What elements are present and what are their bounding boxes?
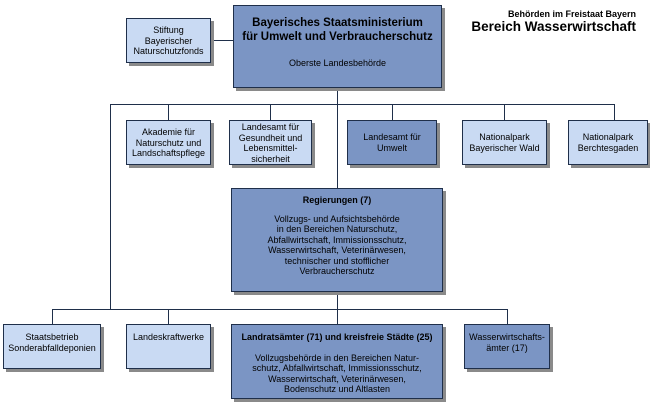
regierungen-description: Vollzugs- und Aufsichtsbehörde in den Be… <box>267 213 407 277</box>
node-sonderabfall: Staatsbetrieb Sonderabfalldeponien <box>3 324 101 369</box>
connector-left-long <box>110 104 111 309</box>
connector-akademie <box>168 104 169 120</box>
connector-top-horizontal <box>110 104 615 105</box>
regierungen-title: Regierungen (7) <box>302 195 372 205</box>
connector-np-wald <box>504 104 505 120</box>
connector-sonderabfall <box>52 309 53 324</box>
landratsaemter-title: Landratsämter (71) und kreisfreie Städte… <box>241 332 433 342</box>
node-akademie: Akademie für Naturschutz und Landschafts… <box>126 120 211 165</box>
node-lfu: Landesamt für Umwelt <box>347 120 437 165</box>
connector-wwa <box>507 309 508 324</box>
connector-np-berchtesgaden <box>614 104 615 120</box>
node-lgl: Landesamt für Gesundheit und Lebensmitte… <box>229 120 312 165</box>
ministerium-subtitle: Oberste Landesbehörde <box>288 58 387 68</box>
connector-lgl <box>270 104 271 120</box>
ministerium-title: Bayerisches Staatsministerium für Umwelt… <box>242 17 433 43</box>
node-np-berchtesgaden: Nationalpark Berchtesgaden <box>568 120 648 165</box>
node-regierungen: Regierungen (7) Vollzugs- und Aufsichtsb… <box>231 188 443 292</box>
connector-bottom-horizontal <box>52 309 508 310</box>
header-subtitle: Behörden im Freistaat Bayern <box>507 9 636 19</box>
connector-landeskraftwerke <box>168 309 169 324</box>
node-wwa: Wasserwirtschafts- ämter (17) <box>464 324 550 369</box>
connector-stiftung <box>211 40 233 41</box>
node-stiftung: Stiftung Bayerischer Naturschutzfonds <box>126 18 211 63</box>
landratsaemter-description: Vollzugsbehörde in den Bereichen Natur- … <box>252 352 422 395</box>
node-ministerium: Bayerisches Staatsministerium für Umwelt… <box>233 5 442 88</box>
node-np-wald: Nationalpark Bayerischer Wald <box>462 120 547 165</box>
node-landratsaemter: Landratsämter (71) und kreisfreie Städte… <box>231 324 443 399</box>
connector-reg-vertical <box>337 292 338 324</box>
connector-lfu <box>392 104 393 120</box>
connector-main-vertical <box>337 88 338 188</box>
header-title: Bereich Wasserwirtschaft <box>471 19 636 34</box>
node-landeskraftwerke: Landeskraftwerke <box>126 324 211 369</box>
